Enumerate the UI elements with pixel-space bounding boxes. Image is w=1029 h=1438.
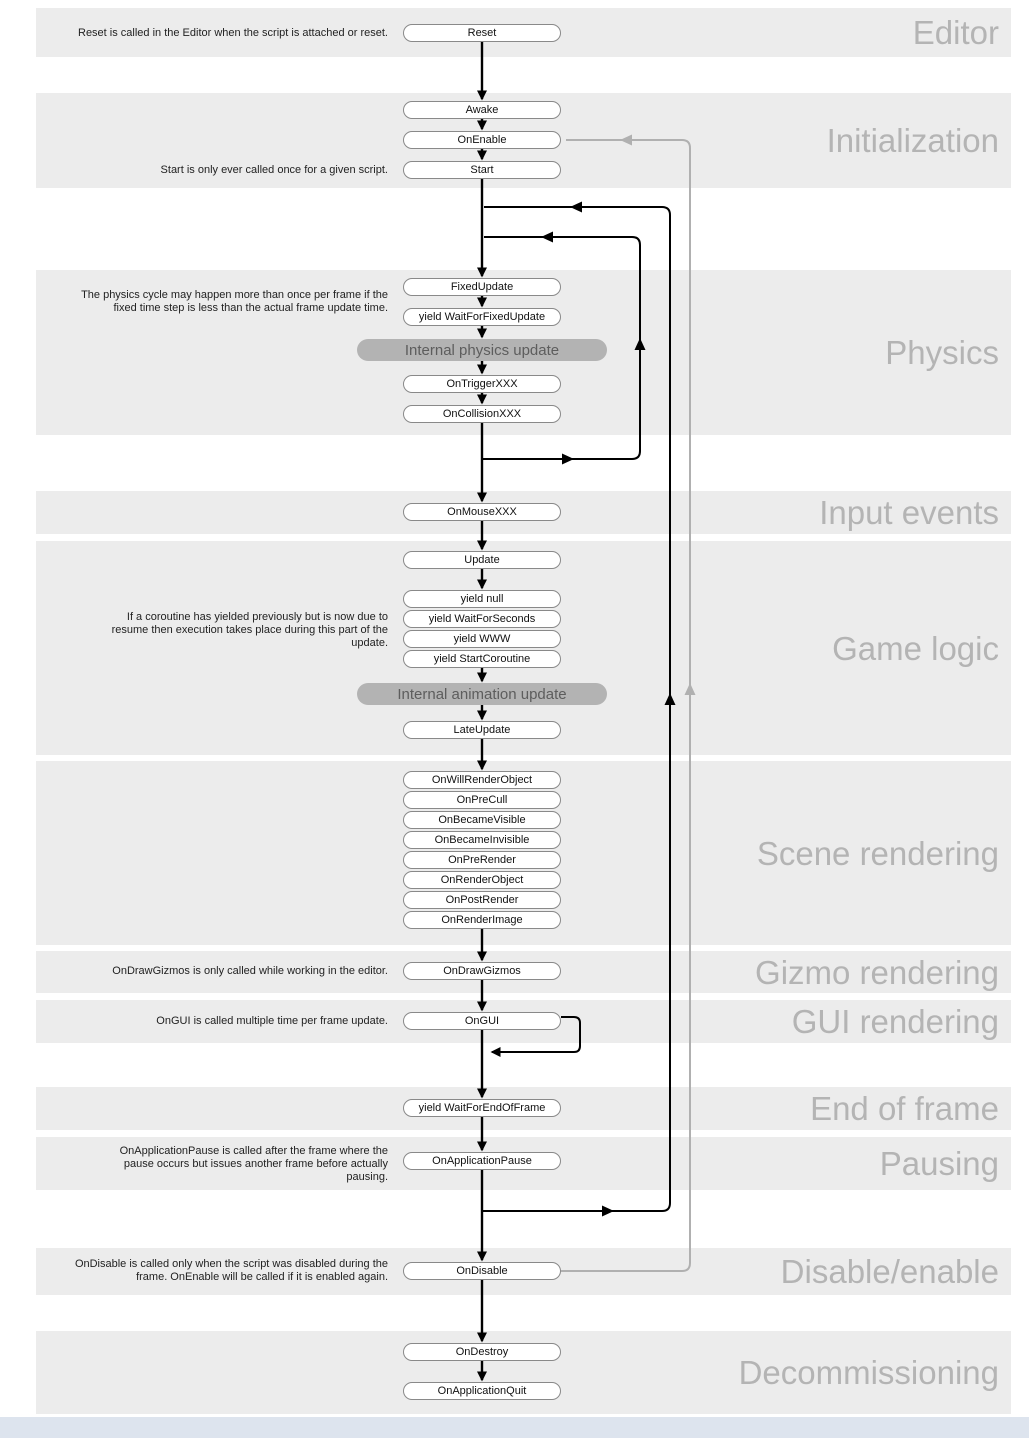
annotation-reset: Reset is called in the Editor when the s… bbox=[78, 27, 388, 39]
node-onprecull: OnPreCull bbox=[403, 791, 561, 809]
frame-loop-arrow bbox=[482, 206, 671, 1212]
band-disable-enable: Disable/enable bbox=[36, 1248, 1011, 1295]
enable-loop-arrowheads bbox=[620, 134, 696, 695]
section-label-disable-enable: Disable/enable bbox=[780, 1253, 999, 1290]
node-yield-startcoroutine: yield StartCoroutine bbox=[403, 650, 561, 668]
node-awake: Awake bbox=[403, 101, 561, 119]
node-yield-waitforseconds: yield WaitForSeconds bbox=[403, 610, 561, 628]
node-onbecamevisible: OnBecameVisible bbox=[403, 811, 561, 829]
node-onrenderobject: OnRenderObject bbox=[403, 871, 561, 889]
node-onrenderimage: OnRenderImage bbox=[403, 911, 561, 929]
node-internal-animation-update: Internal animation update bbox=[357, 683, 607, 705]
node-ontriggerxxx: OnTriggerXXX bbox=[403, 375, 561, 393]
footer-strip bbox=[0, 1417, 1029, 1438]
section-label-gizmo-rendering: Gizmo rendering bbox=[755, 953, 999, 991]
section-label-decommissioning: Decommissioning bbox=[738, 1354, 999, 1391]
node-start: Start bbox=[403, 161, 561, 179]
band-game-logic: Game logic bbox=[36, 541, 1011, 755]
section-label-pausing: Pausing bbox=[879, 1145, 999, 1182]
annotation-coroutine-resume: If a coroutine has yielded previously bu… bbox=[111, 611, 388, 649]
section-label-gui-rendering: GUI rendering bbox=[791, 1003, 999, 1040]
section-label-scene-rendering: Scene rendering bbox=[756, 834, 999, 872]
node-update: Update bbox=[403, 551, 561, 569]
section-label-input-events: Input events bbox=[819, 494, 999, 531]
node-internal-physics-update: Internal physics update bbox=[357, 339, 607, 361]
node-reset: Reset bbox=[403, 24, 561, 42]
annotation-ongui: OnGUI is called multiple time per frame … bbox=[156, 1015, 388, 1027]
node-onwillrenderobject: OnWillRenderObject bbox=[403, 771, 561, 789]
physics-loop-arrowheads bbox=[541, 231, 646, 465]
node-ondestroy: OnDestroy bbox=[403, 1343, 561, 1361]
node-onpostrender: OnPostRender bbox=[403, 891, 561, 909]
ongui-loop-arrow bbox=[490, 1016, 581, 1057]
frame-loop-arrowheads bbox=[570, 201, 676, 1217]
node-onenable: OnEnable bbox=[403, 131, 561, 149]
band-editor: Editor bbox=[36, 8, 1011, 57]
node-ongui: OnGUI bbox=[403, 1012, 561, 1030]
node-yield-null: yield null bbox=[403, 590, 561, 608]
node-fixedupdate: FixedUpdate bbox=[403, 278, 561, 296]
node-yield-www: yield WWW bbox=[403, 630, 561, 648]
node-lateupdate: LateUpdate bbox=[403, 721, 561, 739]
node-onbecameinvisible: OnBecameInvisible bbox=[403, 831, 561, 849]
node-onprerender: OnPreRender bbox=[403, 851, 561, 869]
annotation-onapplicationpause: OnApplicationPause is called after the f… bbox=[119, 1145, 388, 1183]
section-label-physics: Physics bbox=[885, 334, 999, 371]
node-yield-waitforfixedupdate: yield WaitForFixedUpdate bbox=[403, 308, 561, 326]
annotation-start: Start is only ever called once for a giv… bbox=[160, 164, 388, 176]
enable-loop-arrow bbox=[561, 139, 691, 1272]
node-onmousexxx: OnMouseXXX bbox=[403, 503, 561, 521]
section-label-game-logic: Game logic bbox=[832, 629, 999, 667]
node-onapplicationpause: OnApplicationPause bbox=[403, 1152, 561, 1170]
node-yield-waitforendofframe: yield WaitForEndOfFrame bbox=[403, 1099, 561, 1117]
section-label-end-of-frame: End of frame bbox=[810, 1090, 999, 1127]
annotation-ondisable: OnDisable is called only when the script… bbox=[74, 1258, 388, 1283]
section-label-initialization: Initialization bbox=[826, 122, 999, 159]
annotation-ondrawgizmos: OnDrawGizmos is only called while workin… bbox=[112, 965, 388, 977]
node-onapplicationquit: OnApplicationQuit bbox=[403, 1382, 561, 1400]
section-label-editor: Editor bbox=[912, 14, 999, 51]
node-ondrawgizmos: OnDrawGizmos bbox=[403, 962, 561, 980]
annotation-physics-cycle: The physics cycle may happen more than o… bbox=[81, 289, 388, 314]
node-ondisable: OnDisable bbox=[403, 1262, 561, 1280]
node-oncollisionxxx: OnCollisionXXX bbox=[403, 405, 561, 423]
